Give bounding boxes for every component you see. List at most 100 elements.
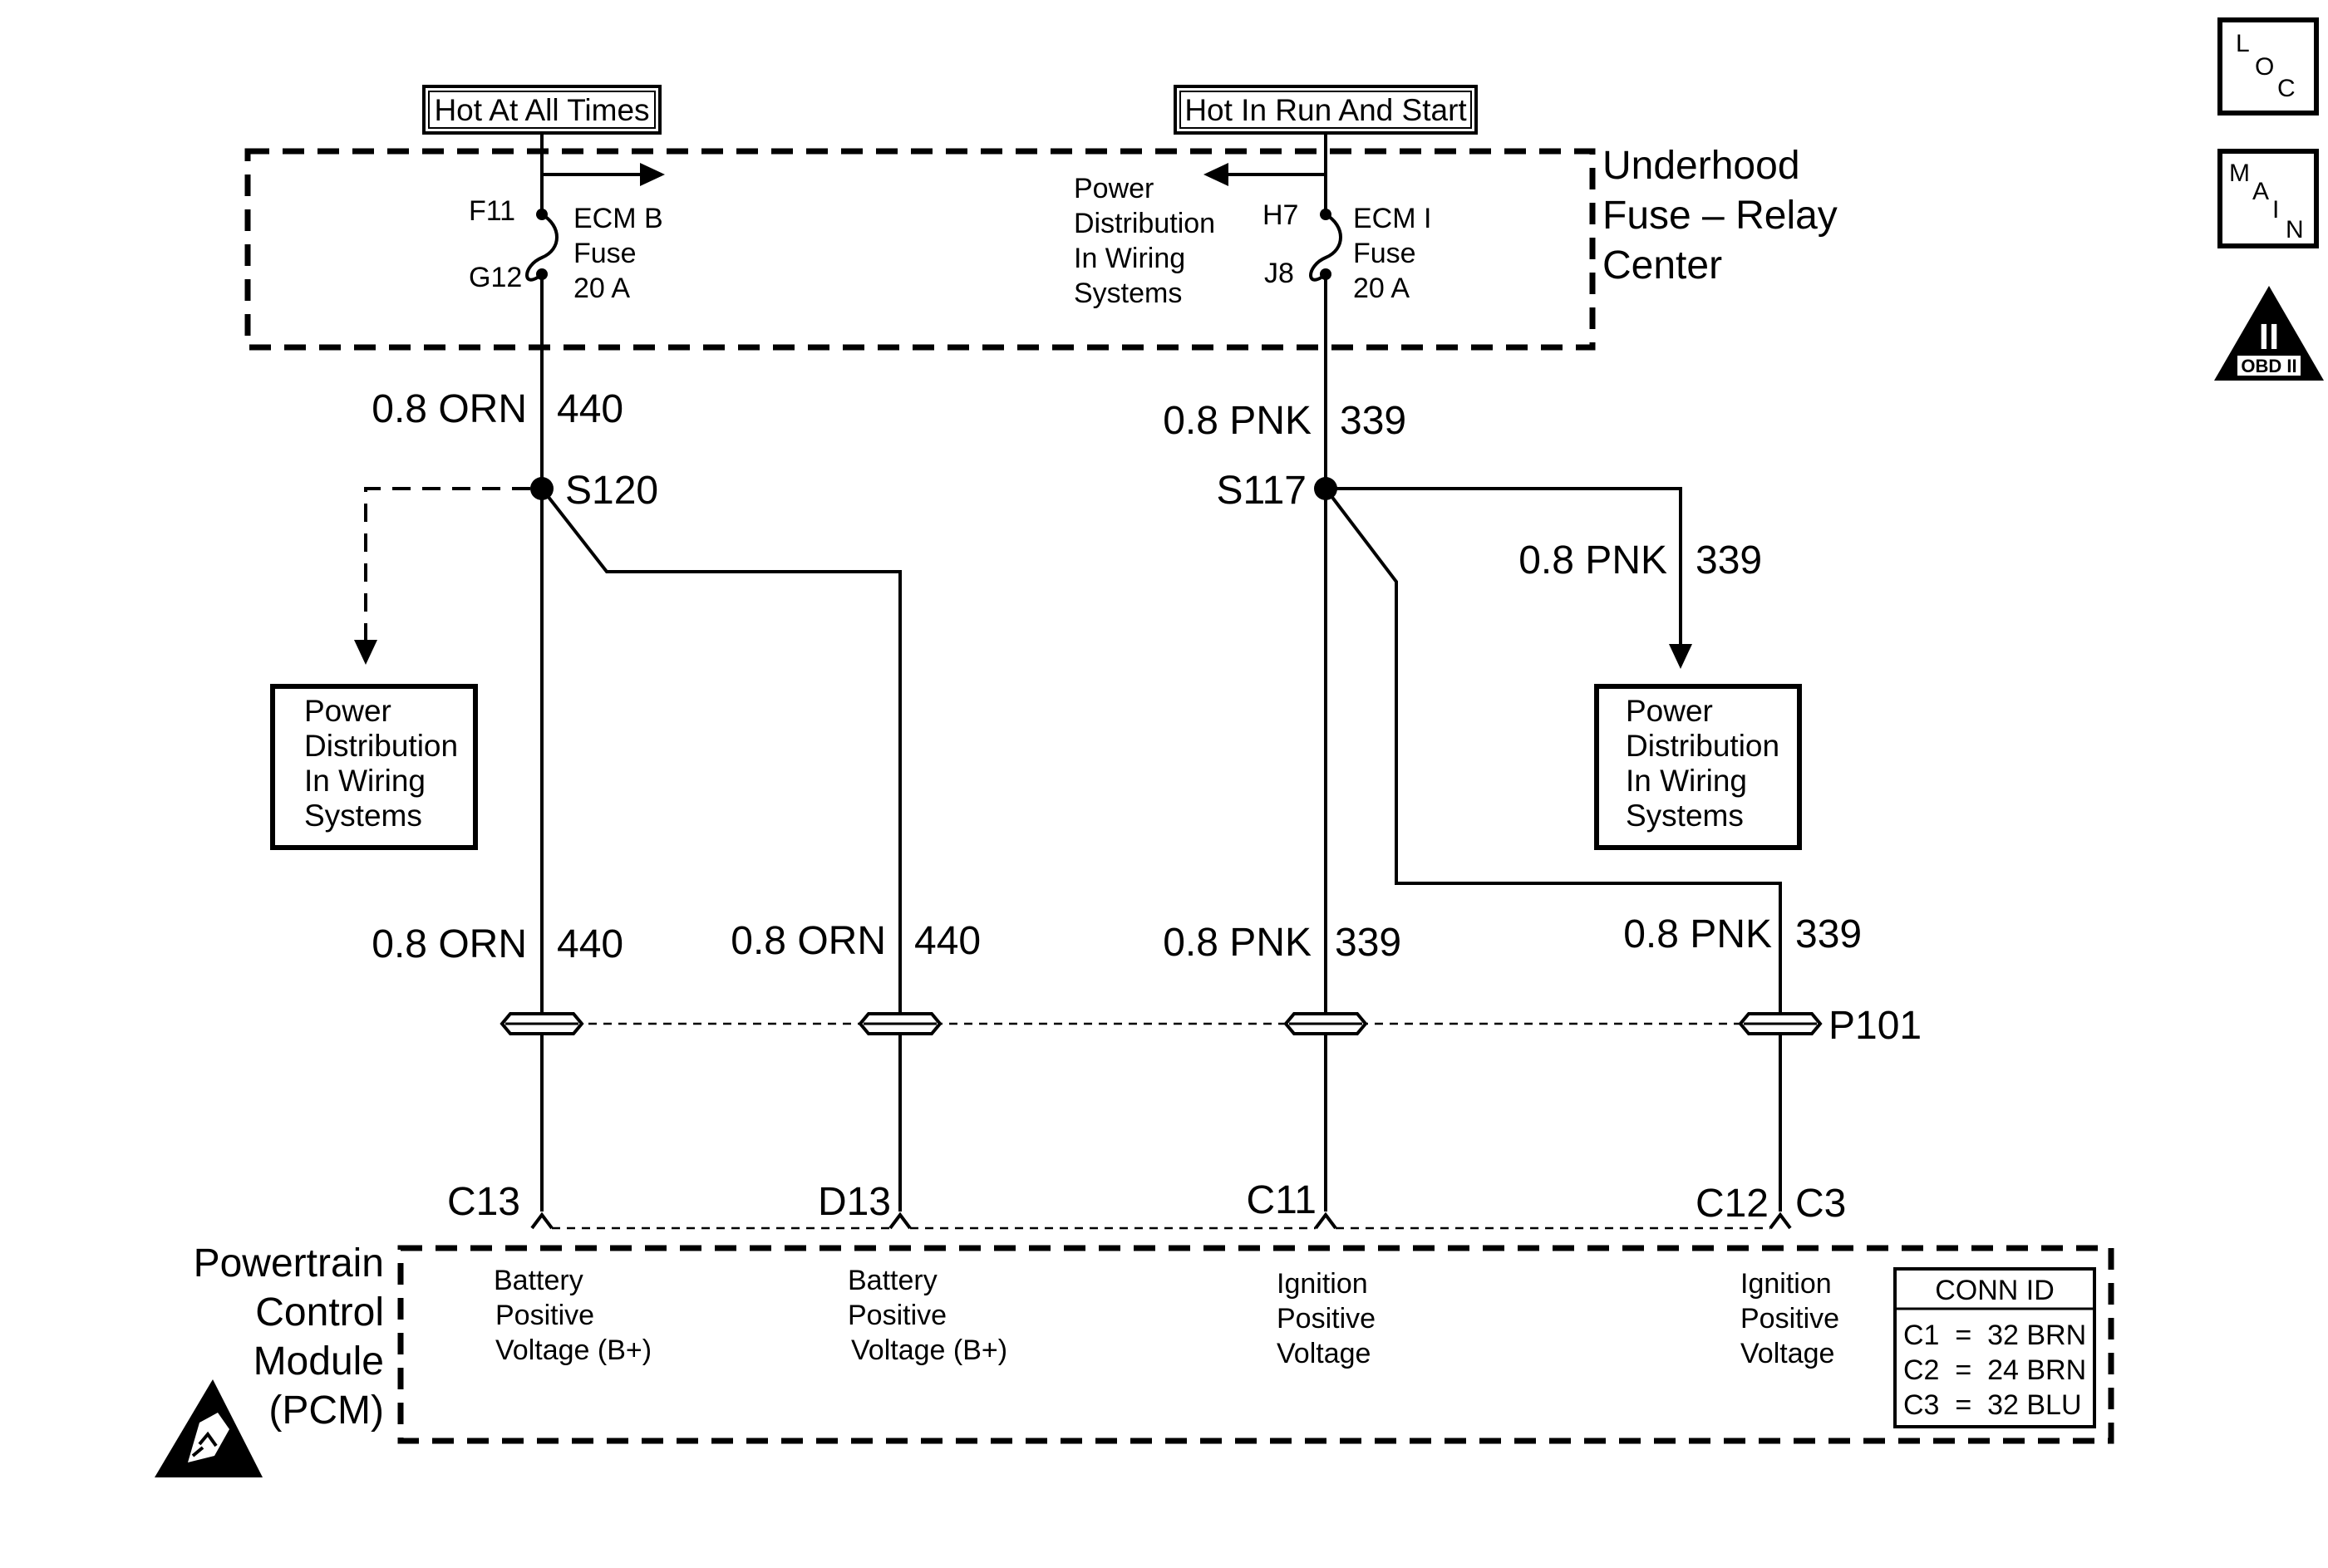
- fuse-center-title-line1: Underhood: [1602, 144, 1800, 188]
- pin-c13-label: C13: [447, 1180, 520, 1224]
- wire-label-pnk-c11: 0.8 PNK 339: [1163, 921, 1401, 965]
- svg-text:In Wiring: In Wiring: [1626, 764, 1747, 798]
- conn-id-title: CONN ID: [1935, 1275, 2055, 1306]
- pcm-outline: [397, 1245, 2114, 1444]
- wire-label-pnk-upper: 0.8 PNK 339: [1163, 399, 1406, 443]
- svg-text:Positive: Positive: [848, 1300, 947, 1331]
- hot-in-run-and-start-text: Hot In Run And Start: [1184, 93, 1467, 127]
- svg-text:Voltage: Voltage: [1277, 1338, 1371, 1369]
- wire-label-pnk-c12: 0.8 PNK 339: [1623, 912, 1862, 956]
- hot-at-all-times-text: Hot At All Times: [434, 93, 649, 127]
- svg-text:I: I: [2272, 196, 2279, 224]
- arrow-down-icon: [354, 640, 377, 665]
- svg-text:0.8 ORN: 0.8 ORN: [731, 919, 886, 963]
- svg-text:0.8 ORN: 0.8 ORN: [372, 387, 527, 431]
- svg-text:Power: Power: [1626, 694, 1713, 728]
- ecm-i-fuse-type: Fuse: [1353, 238, 1416, 269]
- svg-text:Distribution: Distribution: [304, 729, 458, 763]
- svg-text:339: 339: [1335, 921, 1401, 965]
- fuse-pin-h7: H7: [1262, 199, 1298, 231]
- conn-id-table: CONN ID C1 = 32 BRN C2 = 24 BRN C3 = 32 …: [1893, 1267, 2096, 1428]
- svg-text:A: A: [2252, 178, 2269, 205]
- pcm-label-line1: Powertrain: [194, 1241, 384, 1285]
- svg-text:Battery: Battery: [494, 1265, 583, 1296]
- ecm-b-fuse-type: Fuse: [573, 238, 637, 269]
- pcm-pin-c11-description: Ignition Positive Voltage: [1277, 1268, 1376, 1369]
- fuse-pin-g12: G12: [469, 262, 522, 293]
- svg-text:Ignition: Ignition: [1740, 1268, 1832, 1300]
- svg-text:Systems: Systems: [304, 799, 422, 833]
- main-menu-icon[interactable]: M A I N: [2217, 149, 2319, 248]
- svg-text:O: O: [2255, 53, 2274, 81]
- ecm-b-fuse-name: ECM B: [573, 203, 663, 234]
- svg-text:Systems: Systems: [1626, 799, 1744, 833]
- svg-text:II: II: [2259, 317, 2279, 357]
- svg-text:Voltage: Voltage: [1740, 1338, 1834, 1369]
- svg-text:C: C: [2277, 75, 2296, 102]
- ecm-b-fuse-rating: 20 A: [573, 273, 630, 304]
- fuse-center-power-dist-line4: Systems: [1074, 278, 1182, 309]
- svg-text:Positive: Positive: [1740, 1303, 1839, 1335]
- svg-text:440: 440: [557, 922, 623, 966]
- pcm-pin-d13-description: Battery Positive Voltage (B+): [848, 1265, 1007, 1366]
- pcm-pin-c13-description: Battery Positive Voltage (B+): [494, 1265, 652, 1366]
- power-distribution-box-left: Power Distribution In Wiring Systems: [270, 684, 478, 850]
- connector-p101-terminal: [1283, 1012, 1368, 1035]
- locator-icon[interactable]: L O C: [2217, 17, 2319, 116]
- wire-label-orn-c13: 0.8 ORN 440: [372, 922, 623, 966]
- conn-id-c3: C3 = 32 BLU: [1903, 1389, 2082, 1421]
- svg-text:440: 440: [914, 919, 981, 963]
- obd-ii-icon[interactable]: II OBD II: [2214, 286, 2324, 381]
- arrow-down-icon: [1669, 644, 1692, 669]
- svg-text:440: 440: [557, 387, 623, 431]
- pin-c11-label: C11: [1247, 1178, 1317, 1222]
- svg-text:0.8 ORN: 0.8 ORN: [372, 922, 527, 966]
- svg-text:Power: Power: [304, 694, 391, 728]
- fuse-center-title-line2: Fuse – Relay: [1602, 194, 1838, 238]
- svg-text:0.8 PNK: 0.8 PNK: [1623, 912, 1772, 956]
- wire-label-orn-upper: 0.8 ORN 440: [372, 387, 623, 431]
- svg-text:L: L: [2236, 30, 2250, 57]
- connector-p101-terminal: [500, 1012, 584, 1035]
- fuse-pin-j8: J8: [1264, 258, 1294, 289]
- arrow-right-icon: [640, 163, 665, 186]
- fuse-center-title-line3: Center: [1602, 243, 1722, 288]
- svg-text:0.8 PNK: 0.8 PNK: [1518, 538, 1667, 582]
- esd-warning-icon: [155, 1379, 263, 1477]
- arrow-left-icon: [1203, 163, 1228, 186]
- svg-text:OBD II: OBD II: [2241, 356, 2296, 376]
- pcm-label-line2: Control: [255, 1290, 384, 1335]
- connector-p101-terminal: [858, 1012, 943, 1035]
- ecm-b-fuse: F11 G12 ECM B Fuse 20 A: [469, 195, 663, 304]
- svg-text:0.8 PNK: 0.8 PNK: [1163, 921, 1312, 965]
- svg-text:N: N: [2286, 216, 2304, 243]
- hot-at-all-times-label: Hot At All Times: [422, 85, 662, 135]
- wire-label-pnk-branch: 0.8 PNK 339: [1518, 538, 1762, 582]
- svg-text:Battery: Battery: [848, 1265, 938, 1296]
- fuse-center-power-dist-line2: Distribution: [1074, 208, 1215, 239]
- svg-text:Voltage (B+): Voltage (B+): [495, 1335, 652, 1366]
- svg-text:Positive: Positive: [495, 1300, 594, 1331]
- pin-c3-label: C3: [1795, 1182, 1846, 1226]
- ecm-i-fuse-rating: 20 A: [1353, 273, 1410, 304]
- fuse-pin-f11: F11: [469, 195, 515, 227]
- pin-c12-label: C12: [1696, 1182, 1769, 1226]
- power-distribution-box-right: Power Distribution In Wiring Systems: [1594, 684, 1802, 850]
- hot-in-run-and-start-label: Hot In Run And Start: [1174, 85, 1478, 135]
- conn-id-c2: C2 = 24 BRN: [1903, 1354, 2086, 1386]
- splice-s120-label: S120: [565, 469, 658, 513]
- svg-text:0.8 PNK: 0.8 PNK: [1163, 399, 1312, 443]
- svg-text:M: M: [2229, 160, 2250, 187]
- svg-text:339: 339: [1340, 399, 1406, 443]
- svg-text:Voltage (B+): Voltage (B+): [851, 1335, 1007, 1366]
- svg-text:Ignition: Ignition: [1277, 1268, 1368, 1300]
- fuse-relay-center-outline: [244, 148, 1596, 351]
- connector-p101-label: P101: [1828, 1004, 1922, 1048]
- conn-id-c1: C1 = 32 BRN: [1903, 1320, 2086, 1351]
- svg-text:339: 339: [1795, 912, 1862, 956]
- ecm-i-fuse-name: ECM I: [1353, 203, 1431, 234]
- wire-label-orn-d13: 0.8 ORN 440: [731, 919, 981, 963]
- pin-d13-label: D13: [818, 1180, 891, 1224]
- pcm-pin-c12-description: Ignition Positive Voltage: [1740, 1268, 1839, 1369]
- fuse-center-power-dist-line3: In Wiring: [1074, 243, 1185, 274]
